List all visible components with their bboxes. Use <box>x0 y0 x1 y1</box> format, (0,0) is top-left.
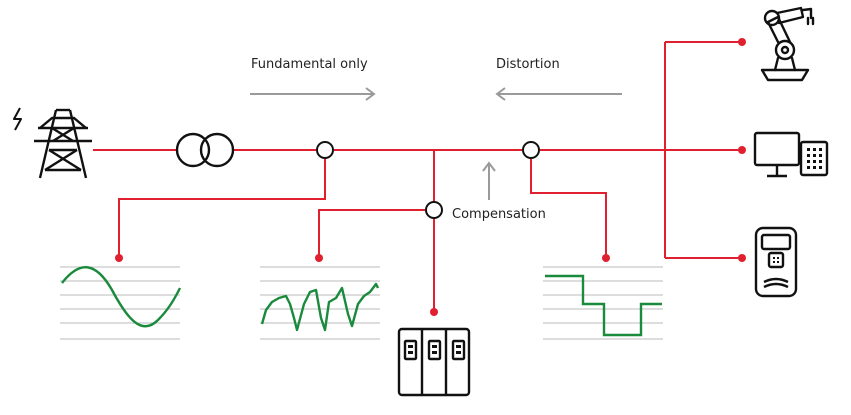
label-fundamental-only: Fundamental only <box>251 57 368 72</box>
industrial-robot-icon <box>760 6 815 82</box>
active-filter-icon <box>397 327 471 397</box>
node-left <box>316 141 334 159</box>
bus-lines <box>93 41 742 312</box>
junction-nodes <box>316 141 540 219</box>
computer-icon <box>753 131 829 178</box>
node-right <box>522 141 540 159</box>
stepped-waveform <box>545 274 662 337</box>
label-distortion: Distortion <box>496 57 560 72</box>
flow-arrows <box>250 87 622 200</box>
endpoint-dots <box>115 38 746 316</box>
drive-icon <box>754 226 798 298</box>
keypad-grid <box>807 148 822 169</box>
sine-waveform <box>61 266 182 328</box>
waveform-grids <box>60 266 663 340</box>
label-compensation: Compensation <box>452 207 546 222</box>
power-tower-icon <box>13 107 92 179</box>
distorted-waveform <box>260 282 380 332</box>
node-compensation <box>425 201 443 219</box>
transformer-icon <box>175 132 235 168</box>
